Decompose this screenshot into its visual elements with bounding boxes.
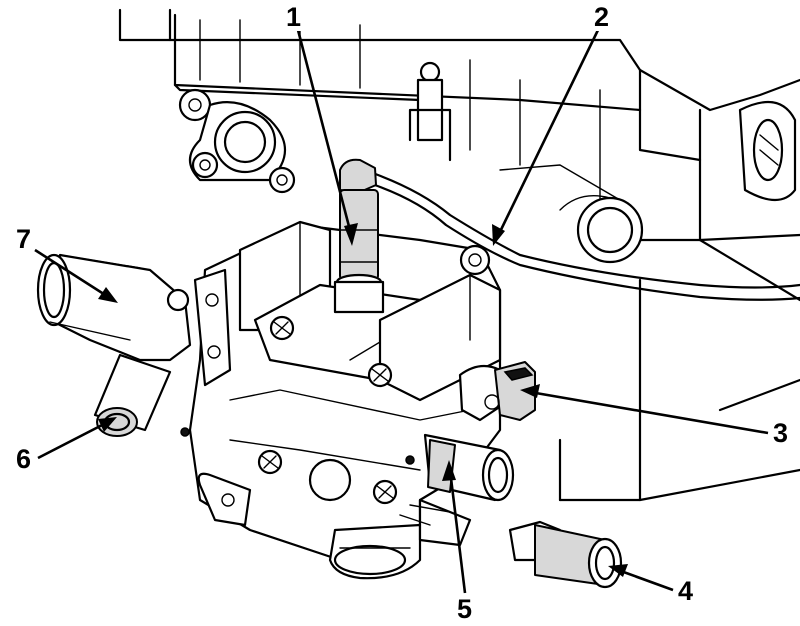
leader-2 [492,29,600,246]
leader-7 [34,248,118,303]
temperature-sensor [458,361,536,422]
callout-6: 6 [14,444,34,474]
vent-pipe [368,170,800,301]
callout-4: 4 [676,576,696,606]
leader-3 [520,384,769,435]
sensor-connector [333,158,385,314]
middle-hose-nipple [423,433,515,502]
block-bosses [178,88,644,264]
left-hose-stub [93,353,172,437]
engine-block [118,8,800,502]
leader-6 [37,417,117,460]
left-outlet-elbow [36,253,192,362]
callout-3: 3 [771,418,791,448]
housing-body [180,220,525,580]
leader-1 [296,29,358,246]
bolt [372,479,398,505]
bolt [257,449,283,475]
leader-4 [608,564,674,592]
callout-2: 2 [592,2,612,32]
callout-5: 5 [455,594,475,624]
leader-5 [442,460,467,594]
bolt [367,362,393,388]
lower-hose-nipple [508,520,623,589]
callout-1: 1 [284,2,304,32]
bolt [269,315,295,341]
callout-7: 7 [14,224,34,254]
